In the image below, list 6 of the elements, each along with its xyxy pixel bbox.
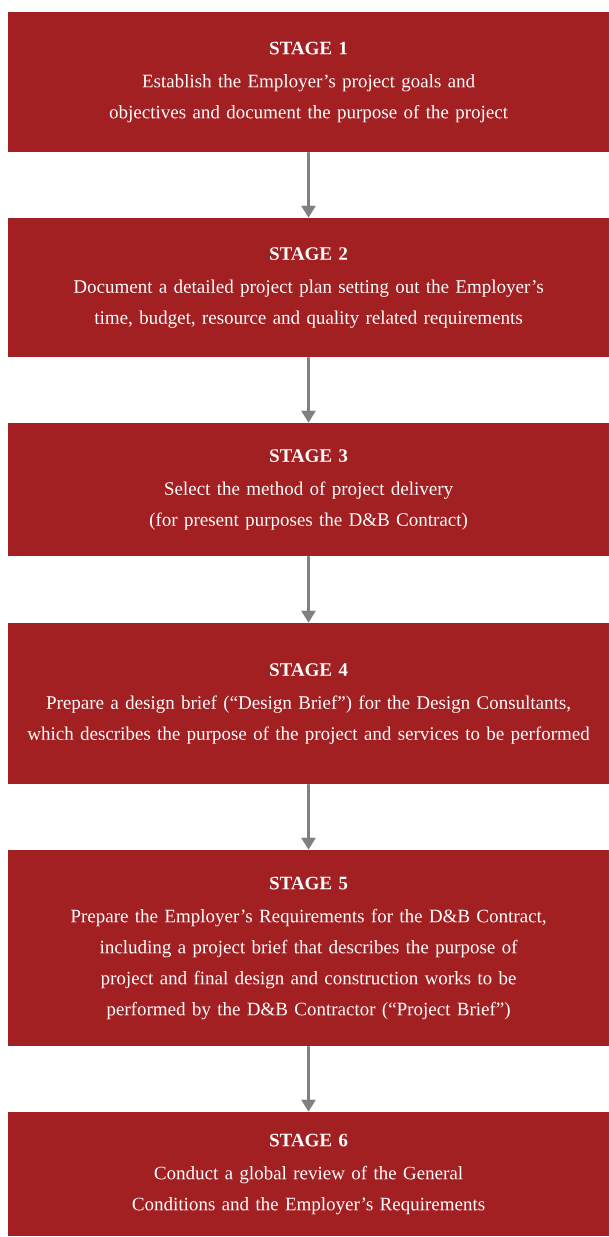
stage-box: STAGE 4 Prepare a design brief (“Design Brief”) for the Design Consultants, which describes the purpose of the project and services to be performed	[8, 623, 609, 784]
stage-box: STAGE 1 Establish the Employer’s project goals and objectives and document the purpose of the project	[8, 12, 609, 152]
stage-box: STAGE 6 Conduct a global review of the General Conditions and the Employer’s Requirements	[8, 1112, 609, 1236]
stage-box: STAGE 3 Select the method of project delivery (for present purposes the D&B Contract)	[8, 423, 609, 556]
stage-box: STAGE 2 Document a detailed project plan setting out the Employer’s time, budget, resource and quality related requirements	[8, 218, 609, 357]
stage-box: STAGE 5 Prepare the Employer’s Requirements for the D&B Contract, including a project brief that describes the purpose of project and final design and construction works to be performed by the D&B Contractor (“Project Brief”)	[8, 850, 609, 1046]
